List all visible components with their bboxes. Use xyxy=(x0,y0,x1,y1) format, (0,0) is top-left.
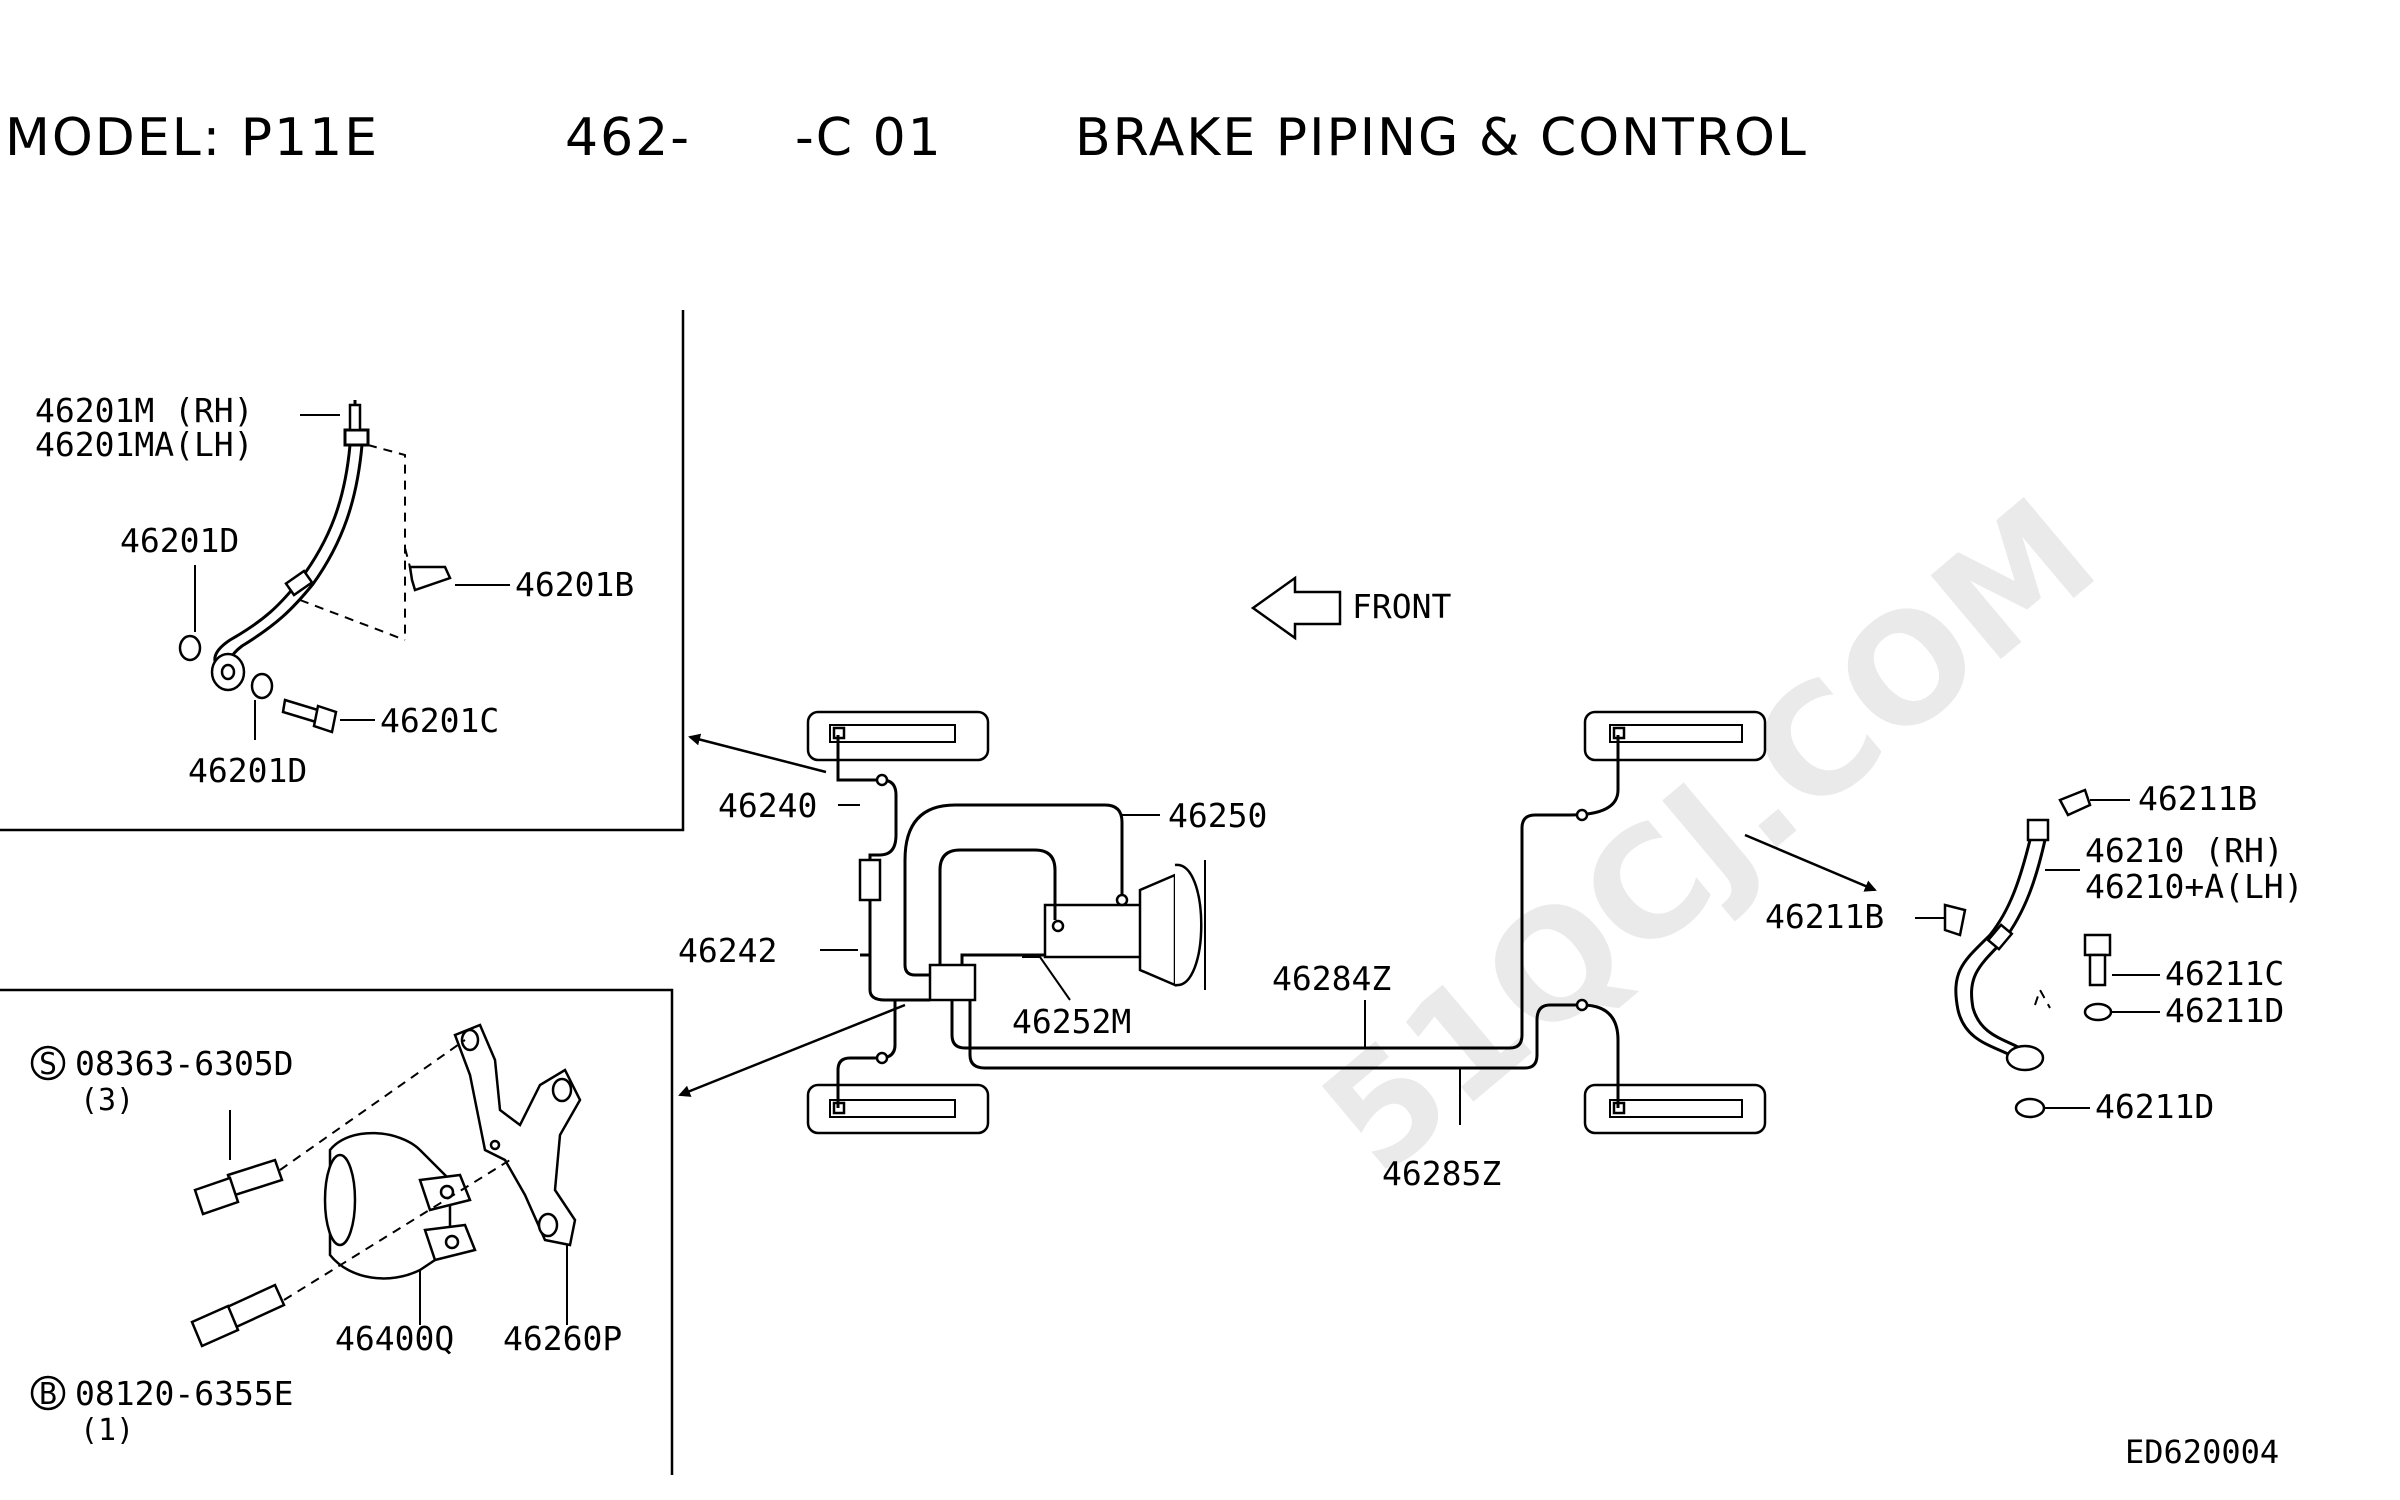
label-46201d-bottom: 46201D xyxy=(188,751,307,790)
washer-bottom-icon xyxy=(250,672,274,700)
label-46201b: 46201B xyxy=(515,565,634,604)
bolt-marker xyxy=(30,1375,66,1411)
label-screw-qty: (3) xyxy=(80,1083,134,1118)
main-layout: 46240 46242 46250 46252M 46284Z 46285Z xyxy=(678,710,1877,1193)
brake-booster xyxy=(1043,860,1206,990)
group-code: 462- xyxy=(565,108,691,168)
detail-front-hose: 46201M (RH) 46201MA(LH) 46201D 46201B 46… xyxy=(35,391,634,790)
label-46284z: 46284Z xyxy=(1272,959,1391,998)
front-inline-fitting xyxy=(858,858,882,902)
label-46242: 46242 xyxy=(678,931,777,970)
brake-front-left xyxy=(806,710,990,762)
detail-rear-hose: 46211B 46210 (RH) 46210+A(LH) 46211B 462… xyxy=(1765,779,2304,1126)
valve-frame xyxy=(0,988,674,1475)
washer-top-icon xyxy=(178,634,202,662)
label-46211b-left: 46211B xyxy=(1765,897,1884,936)
bolt-icon xyxy=(2083,933,2112,957)
label-46260p: 46260P xyxy=(503,1319,622,1358)
watermark: 51QCJ.COM xyxy=(1291,466,2128,1207)
callout-front-hose xyxy=(688,733,827,774)
brake-rear-left xyxy=(806,1083,990,1135)
front-hose-frame xyxy=(0,310,685,832)
bolt-icon xyxy=(281,698,320,724)
label-46211b-top: 46211B xyxy=(2138,779,2257,818)
label-46252m: 46252M xyxy=(1012,1002,1131,1041)
label-46201c: 46201C xyxy=(380,701,499,740)
washer-bottom-icon xyxy=(2014,1097,2046,1119)
detail-frames xyxy=(0,310,685,1475)
section-title: BRAKE PIPING & CONTROL xyxy=(1075,108,1808,168)
figure-code: ED620004 xyxy=(2125,1433,2279,1471)
label-46211d-top: 46211D xyxy=(2165,991,2284,1030)
brake-rear-right xyxy=(1583,1083,1767,1135)
label-bolt-qty: (1) xyxy=(80,1413,134,1448)
label-46250: 46250 xyxy=(1168,796,1267,835)
front-direction: FRONT xyxy=(1250,575,1451,641)
label-46285z: 46285Z xyxy=(1382,1154,1501,1193)
screw-marker-letter: S xyxy=(39,1047,57,1082)
clip-left-icon xyxy=(1943,903,1967,937)
clip-top-icon xyxy=(2058,788,2092,817)
detail-valve: S B 08363-6305D (3) 46400Q 46260P 08120-… xyxy=(30,1023,622,1448)
junction-block xyxy=(928,963,977,1002)
label-08363-6305d: 08363-6305D xyxy=(75,1044,294,1083)
clip-icon xyxy=(408,565,452,592)
header: MODEL: P11E 462- -C 01 BRAKE PIPING & CO… xyxy=(5,108,1808,168)
label-46201d-top: 46201D xyxy=(120,521,239,560)
model-label: MODEL: P11E xyxy=(5,108,379,168)
label-46201ma: 46201MA(LH) xyxy=(35,425,254,464)
bolt-marker-letter: B xyxy=(39,1377,57,1412)
screw-marker xyxy=(30,1045,66,1081)
label-08120-6355e: 08120-6355E xyxy=(75,1374,294,1413)
label-46210a-lh: 46210+A(LH) xyxy=(2085,867,2304,906)
label-46201m: 46201M (RH) xyxy=(35,391,254,430)
front-arrow-icon xyxy=(1250,575,1342,641)
bracket-icon xyxy=(453,1023,582,1247)
label-46240: 46240 xyxy=(718,786,817,825)
label-46210-rh: 46210 (RH) xyxy=(2085,831,2284,870)
label-46211d-bottom: 46211D xyxy=(2095,1087,2214,1126)
callout-valve xyxy=(678,1003,906,1097)
callout-rear-hose xyxy=(1744,833,1877,892)
washer-top-icon xyxy=(2083,1002,2113,1022)
screw-icon xyxy=(226,1158,284,1197)
front-label: FRONT xyxy=(1352,587,1451,626)
label-46211c: 46211C xyxy=(2165,954,2284,993)
variant-code: -C 01 xyxy=(795,108,943,168)
label-46400q: 46400Q xyxy=(335,1319,454,1358)
